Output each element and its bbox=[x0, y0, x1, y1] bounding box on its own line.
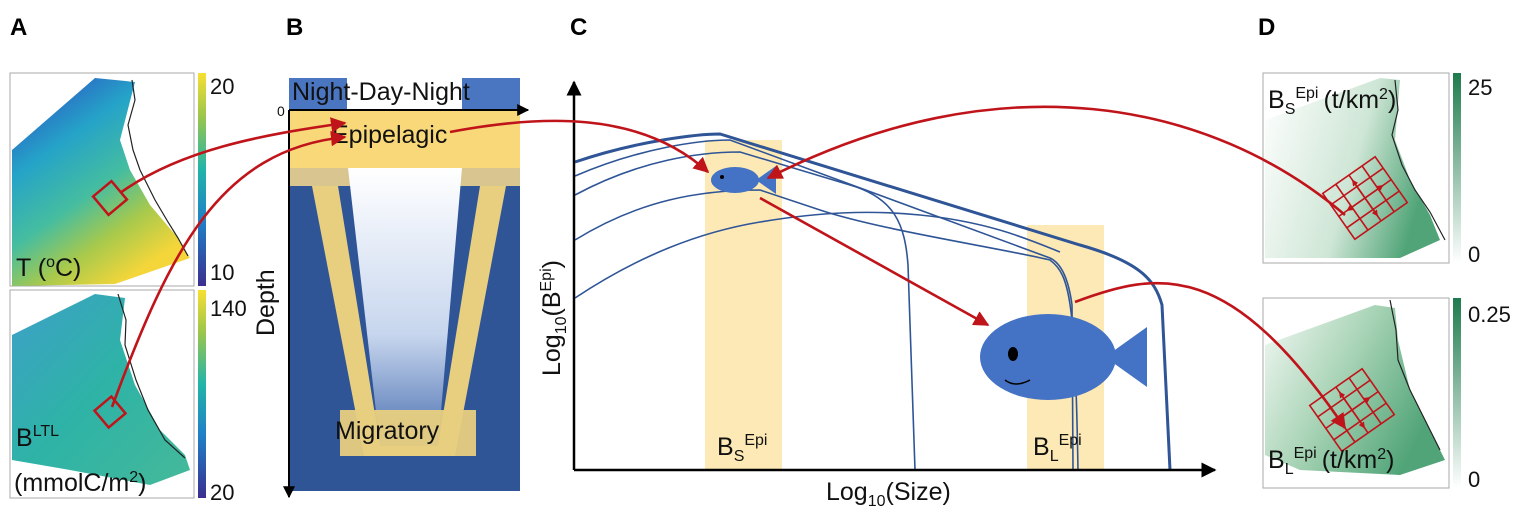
small-band-label: BSEpi bbox=[717, 432, 767, 465]
night-band-left bbox=[289, 78, 347, 110]
temperature-label: T (oC) bbox=[16, 254, 81, 282]
zero-tick-label: 0 bbox=[277, 103, 285, 119]
small-biomass-field bbox=[1265, 78, 1440, 258]
size-spectrum-line bbox=[574, 139, 1074, 471]
large-band-label: BLEpi bbox=[1033, 432, 1082, 465]
panel-a-label: A bbox=[10, 14, 27, 41]
migratory-label: Migratory bbox=[335, 417, 440, 445]
selection-box bbox=[92, 394, 128, 430]
arrow-ltl-to-epipelagic bbox=[110, 130, 347, 408]
panel-b-water-column: Night-Day-Night Epipelagic Migratory 0 D… bbox=[252, 78, 530, 499]
cbar-min-label: 0 bbox=[1468, 242, 1480, 267]
cbar-min-label: 10 bbox=[210, 260, 234, 285]
grid-cells bbox=[1321, 155, 1409, 241]
arrow-spectrum-to-large-map bbox=[1074, 281, 1347, 430]
panel-a-top-map: T (oC) 20 10 bbox=[9, 72, 234, 287]
migration-path bbox=[312, 186, 506, 456]
ltl-field bbox=[12, 294, 190, 485]
total-biomass-spectrum bbox=[574, 132, 1172, 471]
size-axis-label: Log10(Size) bbox=[826, 478, 951, 510]
large-biomass-colorbar bbox=[1453, 298, 1461, 488]
coastline bbox=[127, 79, 189, 257]
ltl-variable-label: BLTL bbox=[16, 423, 59, 452]
cbar-max-label: 0.25 bbox=[1468, 302, 1511, 327]
panel-a-bottom-map: BLTL (mmolC/m2) 140 20 bbox=[9, 289, 247, 505]
large-biomass-label: BLEpi(t/km2) bbox=[1268, 445, 1395, 478]
size-spectrum-line bbox=[574, 151, 916, 471]
arrow-small-to-large-fish bbox=[759, 196, 990, 327]
cbar-max-label: 140 bbox=[210, 296, 247, 321]
night-day-night-label: Night-Day-Night bbox=[292, 78, 470, 106]
size-spectrum-line bbox=[574, 211, 1061, 299]
temperature-colorbar bbox=[198, 73, 206, 286]
depth-axis-label: Depth bbox=[252, 269, 280, 336]
day-band bbox=[347, 78, 462, 110]
cbar-max-label: 25 bbox=[1468, 75, 1492, 100]
panel-b-label: B bbox=[286, 14, 303, 41]
coastline bbox=[1389, 299, 1441, 451]
selection-box bbox=[91, 179, 129, 217]
migratory-layer bbox=[340, 410, 476, 456]
epipelagic-label: Epipelagic bbox=[332, 121, 447, 149]
coastline bbox=[117, 293, 186, 459]
arrow-epipelagic-to-small-fish bbox=[449, 119, 710, 174]
panel-c-size-spectrum: BSEpi BLEpi Log10(Size) Log10(BEpi) bbox=[538, 80, 1217, 510]
night-band-right bbox=[462, 78, 520, 110]
large-fish-icon bbox=[980, 314, 1147, 400]
panel-d-top-map: BSEpi(t/km2) 25 0 bbox=[1262, 72, 1492, 267]
small-biomass-label: BSEpi(t/km2) bbox=[1268, 85, 1396, 118]
ltl-colorbar bbox=[198, 290, 206, 498]
arrow-small-map-to-fish bbox=[766, 105, 1346, 216]
ltl-unit-label: (mmolC/m2) bbox=[14, 469, 147, 497]
temperature-field bbox=[12, 78, 190, 286]
arrow-temperature-to-epipelagic bbox=[119, 117, 347, 195]
panel-c-label: C bbox=[570, 14, 587, 41]
small-size-band bbox=[705, 140, 782, 470]
size-spectrum-line bbox=[574, 189, 1079, 471]
coastline bbox=[1391, 79, 1446, 241]
biomass-axis-label: Log10(BEpi) bbox=[538, 260, 570, 376]
flow-arrows bbox=[110, 105, 1347, 430]
cbar-min-label: 20 bbox=[210, 480, 234, 505]
cbar-max-label: 20 bbox=[210, 74, 234, 99]
small-biomass-colorbar bbox=[1453, 73, 1461, 263]
panel-d-bottom-map: BLEpi(t/km2) 0.25 0 bbox=[1262, 297, 1511, 492]
daytime-depth-column bbox=[348, 168, 462, 446]
cbar-min-label: 0 bbox=[1468, 467, 1480, 492]
panel-d-label: D bbox=[1258, 14, 1275, 41]
